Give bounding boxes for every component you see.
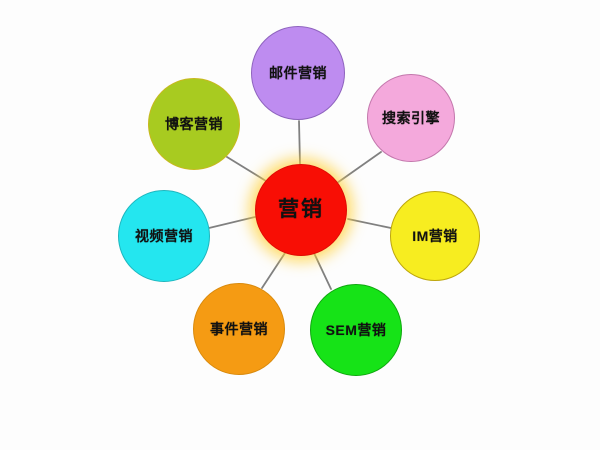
link-video — [208, 216, 256, 229]
node-label-blog-marketing: 博客营销 — [165, 115, 223, 132]
link-sem — [313, 252, 332, 290]
node-sem-marketing[interactable]: SEM营销 — [310, 284, 402, 376]
node-im-marketing[interactable]: IM营销 — [390, 191, 480, 281]
node-label-video-marketing: 视频营销 — [135, 227, 193, 244]
link-event — [261, 252, 286, 289]
link-blog — [226, 156, 267, 182]
node-label-email-marketing: 邮件营销 — [269, 64, 327, 81]
node-event-marketing[interactable]: 事件营销 — [193, 283, 285, 375]
node-label-event-marketing: 事件营销 — [210, 320, 268, 337]
node-label-search-engine: 搜索引擎 — [382, 109, 440, 126]
node-label-sem-marketing: SEM营销 — [325, 321, 387, 338]
node-blog-marketing[interactable]: 博客营销 — [148, 78, 240, 170]
node-video-marketing[interactable]: 视频营销 — [118, 190, 210, 282]
node-label-im-marketing: IM营销 — [412, 227, 458, 244]
link-search — [336, 151, 382, 184]
node-search-engine[interactable]: 搜索引擎 — [367, 74, 455, 162]
link-email — [298, 120, 301, 165]
node-marketing[interactable]: 营销 — [255, 164, 347, 256]
link-im — [347, 218, 392, 229]
node-label-marketing: 营销 — [278, 197, 324, 221]
node-email-marketing[interactable]: 邮件营销 — [251, 26, 345, 120]
